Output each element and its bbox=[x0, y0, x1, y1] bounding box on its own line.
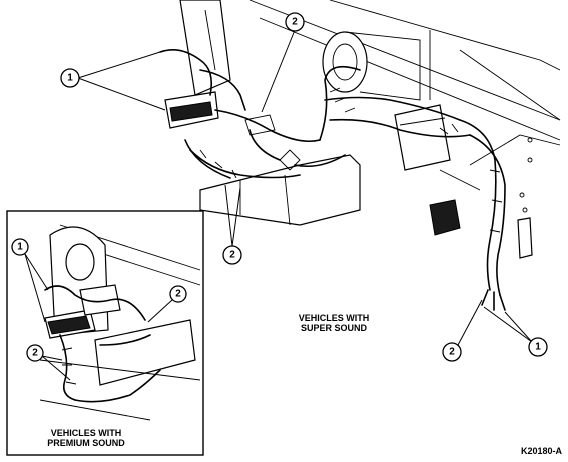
svg-text:2: 2 bbox=[32, 348, 38, 359]
main-wiring-harness bbox=[159, 49, 506, 311]
svg-text:1: 1 bbox=[535, 342, 541, 353]
inset-callout-2-right: 2 bbox=[169, 285, 187, 303]
callout-1-lower-right: 1 bbox=[528, 337, 548, 357]
premium-sound-label-line1: VEHICLES WITH bbox=[50, 428, 122, 438]
callout-2-top: 2 bbox=[285, 12, 305, 32]
svg-text:1: 1 bbox=[67, 73, 73, 84]
callout-1-top-left: 1 bbox=[60, 68, 80, 88]
callout-2-center: 2 bbox=[222, 245, 242, 265]
inset-callout-1: 1 bbox=[11, 238, 29, 256]
figure-id: K20180-A bbox=[520, 446, 562, 456]
main-callouts: 1 2 2 2 1 bbox=[60, 12, 548, 362]
svg-text:2: 2 bbox=[229, 250, 235, 261]
premium-sound-label: VEHICLES WITH PREMIUM SOUND bbox=[30, 428, 142, 448]
inset-callout-2-left: 2 bbox=[26, 344, 44, 362]
super-sound-label: VEHICLES WITH SUPER SOUND bbox=[284, 313, 384, 333]
callout-2-lower-right: 2 bbox=[442, 342, 462, 362]
super-sound-label-line1: VEHICLES WITH bbox=[298, 313, 370, 323]
inset-premium-sound: 1 2 2 bbox=[6, 210, 204, 456]
main-view-structure bbox=[164, 0, 561, 259]
super-sound-label-line2: SUPER SOUND bbox=[300, 323, 367, 333]
svg-text:2: 2 bbox=[175, 289, 181, 300]
svg-text:2: 2 bbox=[449, 347, 455, 358]
premium-sound-label-line2: PREMIUM SOUND bbox=[47, 438, 125, 448]
svg-text:1: 1 bbox=[17, 242, 23, 253]
svg-text:2: 2 bbox=[292, 17, 298, 28]
